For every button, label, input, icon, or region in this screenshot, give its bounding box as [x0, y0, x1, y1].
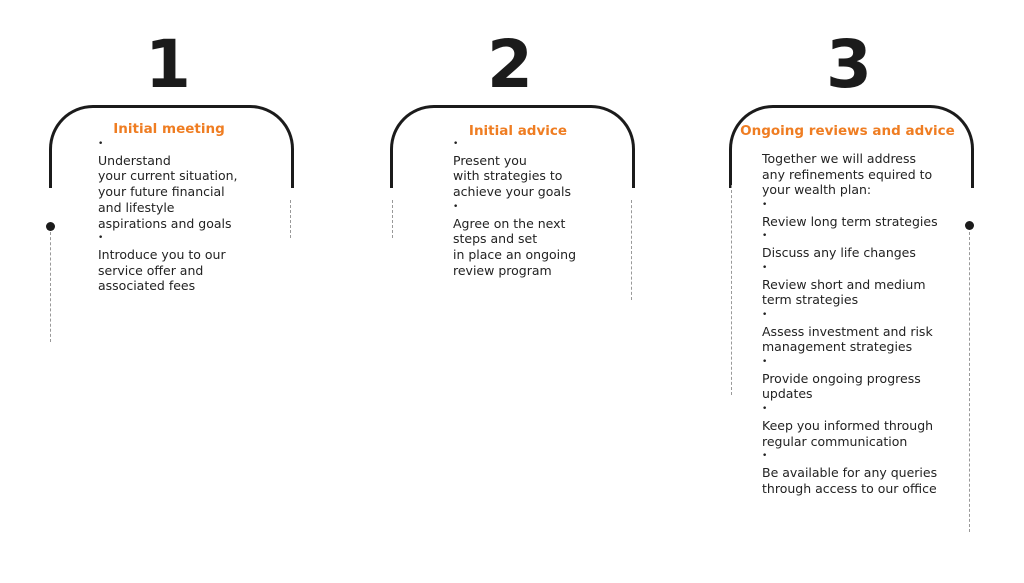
step-1-left-line	[50, 232, 51, 342]
list-item-text: Be available for any queries through acc…	[762, 464, 938, 496]
step-3-title: Ongoing reviews and advice	[740, 123, 955, 139]
step-2-right-line	[631, 200, 632, 300]
bullet-icon: •	[762, 309, 768, 320]
step-2-left-line	[392, 200, 393, 238]
step-3-dot	[965, 221, 974, 230]
bullet-icon: •	[762, 404, 768, 415]
list-item-text: Provide ongoing progress updates	[762, 370, 921, 402]
step-3-left-line	[731, 185, 732, 395]
bullet-icon: •	[762, 200, 768, 210]
list-item: • Understand your current situation, you…	[98, 137, 278, 231]
list-item-text: Introduce you to our service offer and a…	[98, 246, 226, 294]
list-item-text: Review short and medium term strategies	[762, 276, 926, 308]
step-1-arc	[49, 105, 294, 188]
list-item-text: Assess investment and risk management st…	[762, 323, 933, 355]
bullet-icon: •	[762, 357, 768, 368]
list-item: • Provide ongoing progress updates	[762, 355, 957, 402]
list-item-text: Understand your current situation, your …	[98, 152, 238, 231]
step-3-intro: Together we will address any refinements…	[762, 151, 933, 198]
step-1-list: • Understand your current situation, you…	[98, 137, 278, 294]
bullet-icon: •	[762, 451, 768, 462]
list-item-text: Agree on the next steps and set in place…	[453, 215, 577, 278]
step-3-arc	[729, 105, 974, 188]
step-1-dot	[46, 222, 55, 231]
list-item: • Present you with strategies to achieve…	[453, 137, 623, 200]
list-item: • Keep you informed through regular comm…	[762, 402, 957, 449]
step-2-number: 2	[487, 26, 533, 103]
step-3-list: • Review long term strategies • Discuss …	[762, 198, 957, 496]
step-2-arc	[390, 105, 635, 188]
list-item: • Discuss any life changes	[762, 229, 957, 260]
list-item: • Assess investment and risk management …	[762, 308, 957, 355]
bullet-icon: •	[453, 139, 459, 149]
list-item-text: Present you with strategies to achieve y…	[453, 152, 571, 200]
bullet-icon: •	[453, 201, 459, 212]
step-2-list: • Present you with strategies to achieve…	[453, 137, 623, 278]
bullet-icon: •	[762, 231, 768, 242]
step-1-title: Initial meeting	[113, 121, 225, 137]
list-item-text: Discuss any life changes	[762, 245, 916, 261]
list-item: • Review long term strategies	[762, 198, 957, 229]
list-item: • Introduce you to our service offer and…	[98, 231, 278, 294]
bullet-icon: •	[98, 139, 104, 149]
list-item: • Review short and medium term strategie…	[762, 261, 957, 308]
step-3-right-line	[969, 232, 970, 532]
list-item-text: Review long term strategies	[762, 213, 938, 229]
list-item-text: Keep you informed through regular commun…	[762, 417, 934, 449]
step-1-right-line	[290, 200, 291, 238]
step-3-number: 3	[826, 26, 872, 103]
bullet-icon: •	[98, 233, 104, 244]
bullet-icon: •	[762, 262, 768, 273]
step-1-number: 1	[145, 26, 191, 103]
list-item: • Be available for any queries through a…	[762, 449, 957, 496]
step-2-title: Initial advice	[468, 123, 568, 139]
list-item: • Agree on the next steps and set in pla…	[453, 200, 623, 279]
